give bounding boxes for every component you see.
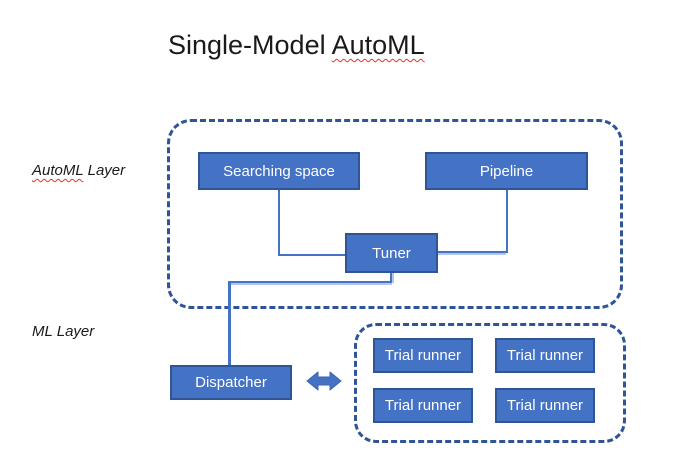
connector-pipeline-tuner-horizontal: [438, 251, 506, 255]
automl-layer-label-rest: Layer: [83, 162, 126, 179]
automl-layer-label: AutoML Layer: [32, 162, 125, 179]
dispatcher-node: Dispatcher: [170, 365, 292, 400]
trial-runner-node: Trial runner: [373, 388, 473, 423]
trial-runner-node: Trial runner: [495, 388, 595, 423]
automl-layer-group-outline: [167, 119, 623, 309]
trial-runner-node: Trial runner: [373, 338, 473, 373]
tuner-node: Tuner: [345, 233, 438, 273]
searching-space-node: Searching space: [198, 152, 360, 190]
connector-tuner-dispatcher-horizontal: [228, 281, 392, 285]
pipeline-node: Pipeline: [425, 152, 588, 190]
connector-tuner-dispatcher-vertical-top: [390, 273, 394, 283]
title-text-misspelled: AutoML: [331, 30, 425, 60]
connector-tuner-dispatcher-vertical-bottom: [228, 283, 231, 365]
automl-layer-label-misspelled: AutoML: [32, 162, 84, 179]
title-text: Single-Model: [168, 30, 332, 60]
ml-layer-label: ML Layer: [32, 323, 95, 340]
connector-searchingspace-tuner-vertical: [278, 190, 280, 256]
connector-pipeline-tuner-vertical: [506, 190, 508, 253]
page-title: Single-Model AutoML: [168, 30, 425, 61]
connector-searchingspace-tuner-horizontal: [278, 254, 345, 256]
trial-runner-node: Trial runner: [495, 338, 595, 373]
left-right-arrow-icon: [306, 371, 342, 391]
trial-runner-group-outline: [354, 323, 626, 443]
